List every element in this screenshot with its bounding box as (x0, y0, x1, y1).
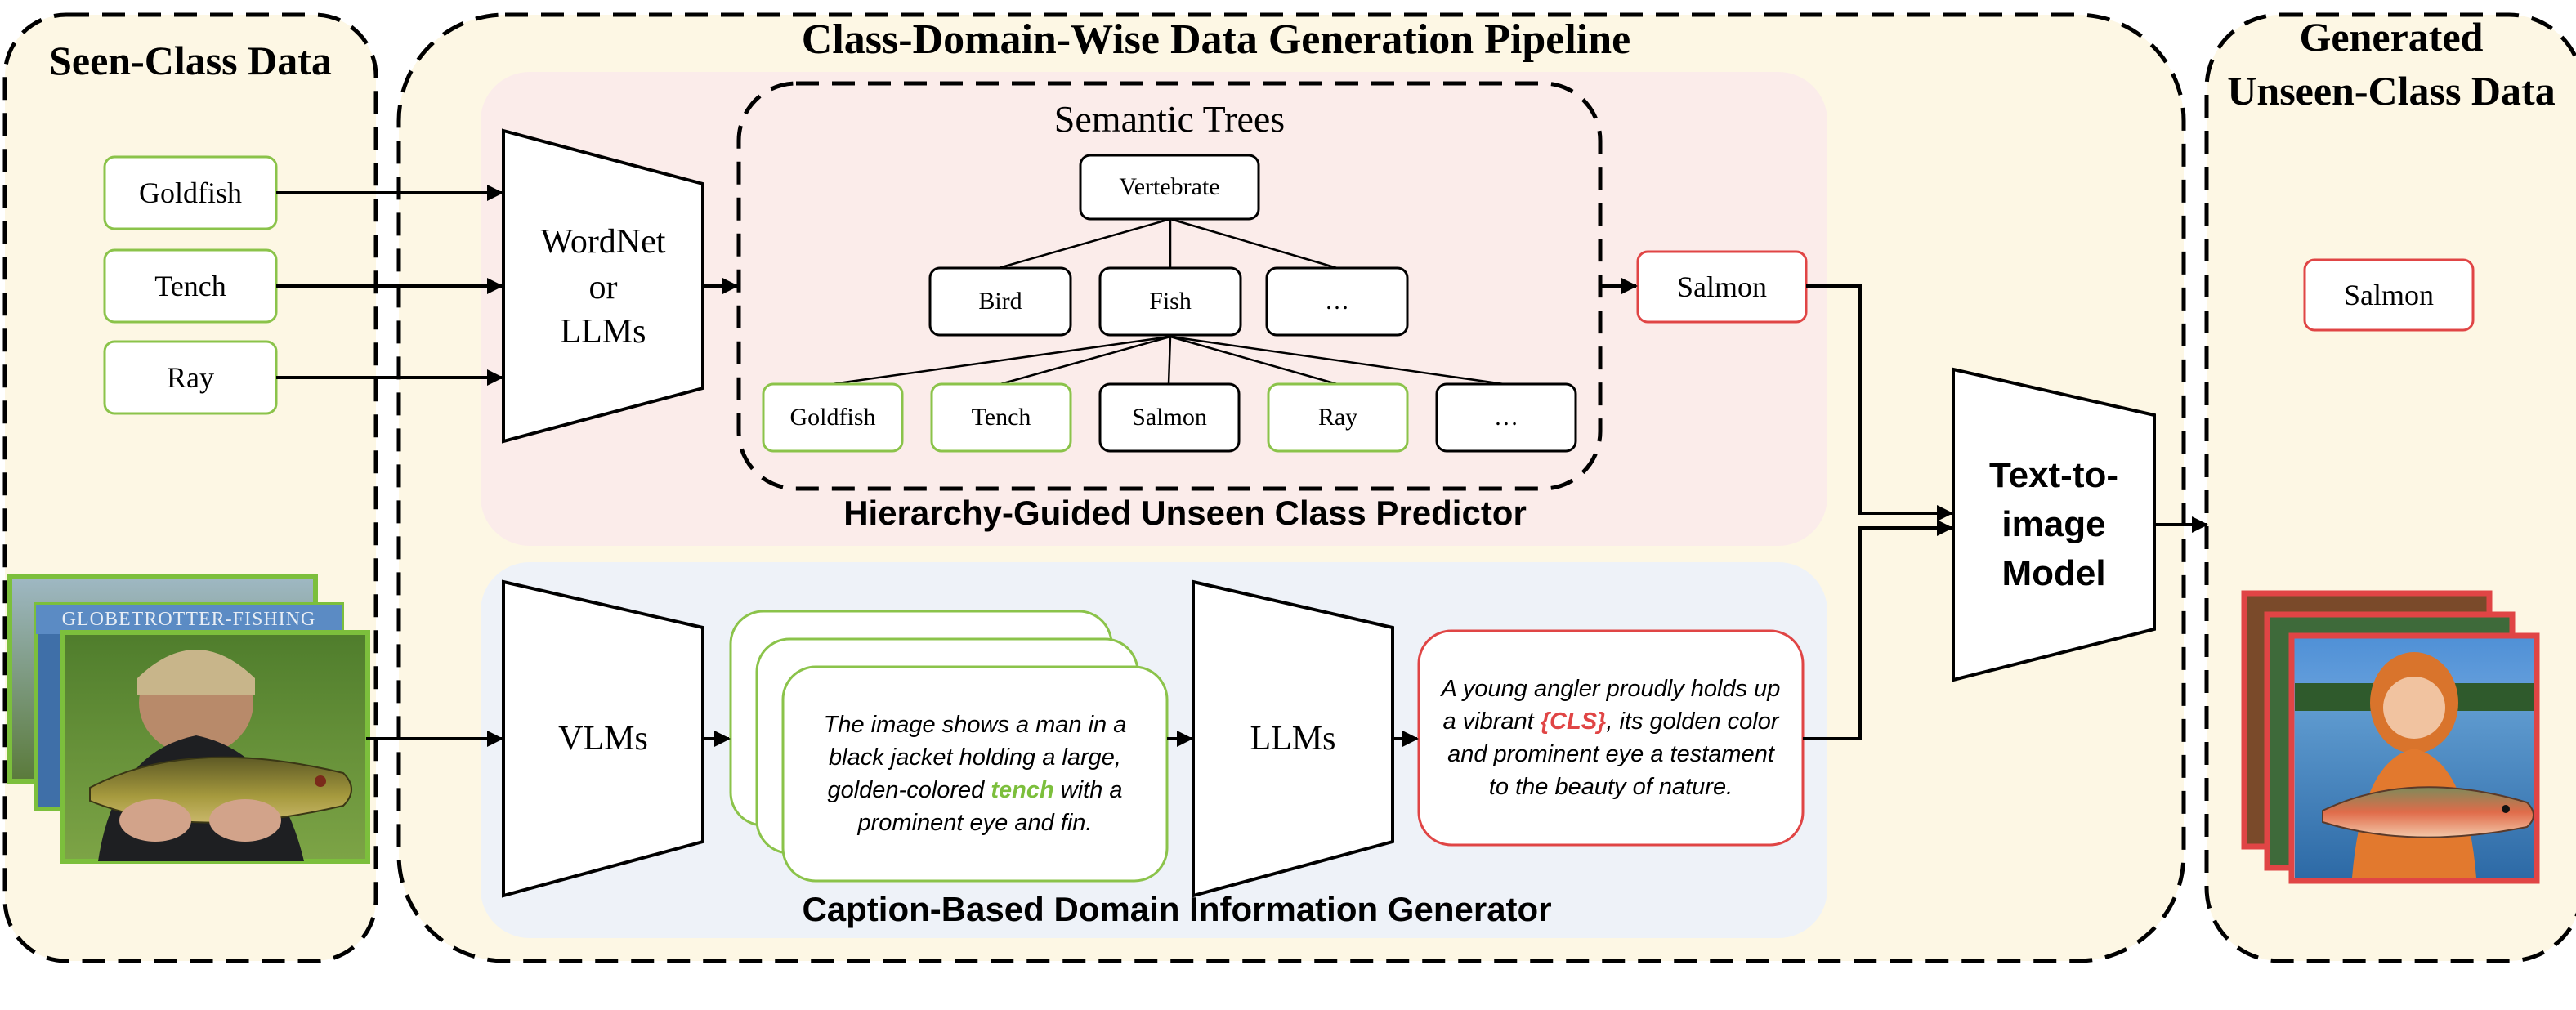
tree-l2-box-2 (1098, 382, 1241, 453)
caption-text-part: with a prominent eye and fin. (857, 777, 1123, 837)
tree-edges (831, 217, 1505, 386)
tree-level-1-label: Fish (1149, 288, 1192, 315)
semantic-trees-title: Semantic Trees (1053, 97, 1286, 140)
template-text-part: A young angler proudly holds up a vibran… (1441, 675, 1781, 735)
tree-level-2-label: Salmon (1132, 404, 1207, 431)
tree-l1-box-0 (928, 266, 1072, 337)
llm-label: LLMs (1250, 720, 1336, 758)
connectors (276, 185, 2208, 747)
wordnet-label-line-2: or (588, 269, 618, 306)
caption-box (781, 665, 1169, 883)
tree-level-1-label: Bird (978, 288, 1022, 315)
text-to-image-trapezoid (1952, 367, 2156, 682)
generator-title: Caption-Based Domain Information Generat… (802, 890, 1552, 928)
t2i-label-line-2: image (2001, 504, 2106, 544)
t2i-label-line-1: Text-to- (1988, 455, 2119, 495)
predictor-title: Hierarchy-Guided Unseen Class Predictor (843, 494, 1527, 532)
vlm-label: VLMs (558, 720, 648, 758)
tree-level-2-label: … (1494, 404, 1518, 431)
tree-level-1-label: … (1325, 288, 1349, 315)
unseen-panel-title-line-1: Generated (2299, 14, 2484, 60)
tree-root-box (1079, 154, 1260, 221)
image-caption-text: The image shows a man in a black jacket … (803, 675, 1147, 873)
seen-class-label: Ray (167, 361, 214, 394)
llm-trapezoid (1192, 579, 1394, 898)
predicted-class-label: Salmon (1676, 270, 1767, 303)
seen-photo-stack (7, 574, 370, 864)
template-caption-text: A young angler proudly holds up a vibran… (1437, 639, 1785, 837)
generated-photo-stack (2241, 590, 2540, 884)
seen-class-label: Tench (154, 270, 226, 302)
tree-l2-box-0 (762, 382, 904, 453)
tree-root-label: Vertebrate (1119, 173, 1220, 200)
unseen-panel-title-line-2: Unseen-Class Data (2227, 68, 2556, 114)
caption-highlight-seen-class: tench (991, 777, 1054, 803)
seen-class-label: Goldfish (139, 177, 242, 209)
vlm-trapezoid (502, 579, 704, 898)
tree-level-2-label: Tench (971, 404, 1031, 431)
wordnet-label-line-3: LLMs (560, 313, 646, 351)
generated-class-label: Salmon (2343, 279, 2434, 311)
wordnet-llm-trapezoid (502, 128, 704, 444)
generated-salmon-box (2303, 258, 2475, 332)
template-text-part: , its golden color and prominent eye a t… (1447, 708, 1779, 801)
seen-panel-title: Seen-Class Data (49, 38, 332, 83)
tree-l2-box-1 (930, 382, 1072, 453)
tree-l2-box-4 (1435, 382, 1577, 453)
tree-l2-box-3 (1267, 382, 1409, 453)
pipeline-title: Class-Domain-Wise Data Generation Pipeli… (801, 16, 1631, 63)
template-cls-placeholder: {CLS} (1540, 708, 1607, 735)
caption-text-part: The image shows a man in a black jacket … (823, 711, 1127, 803)
tree-l1-box-1 (1098, 266, 1242, 337)
wordnet-label-line-1: WordNet (540, 223, 666, 261)
t2i-label-line-3: Model (2001, 553, 2106, 593)
tree-level-2-label: Ray (1317, 404, 1358, 431)
tree-level-2-label: Goldfish (789, 404, 876, 431)
photo-banner-text: GLOBETROTTER-FISHING (61, 608, 316, 630)
tree-l1-box-2 (1265, 266, 1409, 337)
